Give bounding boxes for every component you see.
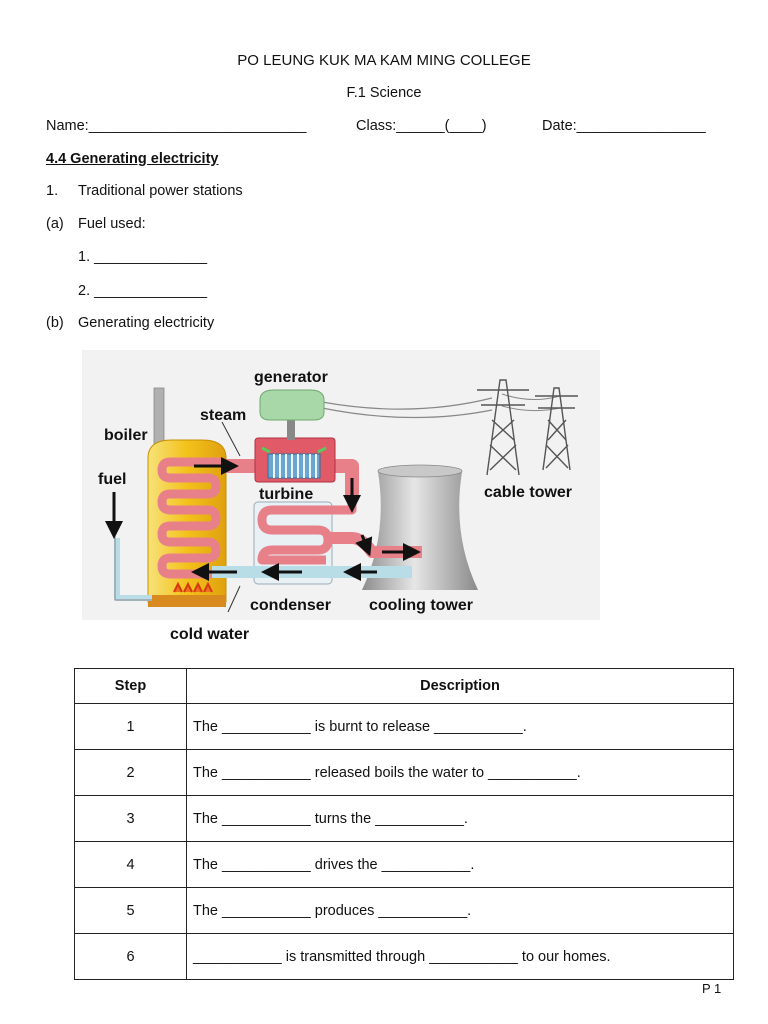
steps-table: Step Description 1 The ___________ is bu…: [74, 668, 734, 980]
label-turbine: turbine: [259, 486, 313, 503]
question-b-text: Generating electricity: [78, 315, 215, 331]
column-header-description: Description: [186, 668, 734, 704]
step-description[interactable]: The ___________ is burnt to release ____…: [186, 703, 734, 750]
question-b-number: (b): [46, 315, 64, 331]
table-row: 1 The ___________ is burnt to release __…: [74, 703, 734, 750]
label-cold-water: cold water: [170, 626, 250, 643]
label-fuel: fuel: [98, 471, 126, 488]
flow-arrows: [105, 457, 421, 581]
step-description[interactable]: The ___________ released boils the water…: [186, 749, 734, 796]
label-condenser: condenser: [250, 597, 331, 614]
label-cooling-tower: cooling tower: [369, 597, 473, 614]
date-field[interactable]: Date:________________: [542, 118, 706, 134]
step-number: 5: [74, 887, 187, 934]
fuel-blank-1[interactable]: 1. ______________: [78, 249, 208, 265]
fuel-pipe: [114, 538, 152, 601]
generator-shaft: [287, 418, 295, 440]
label-cable-tower: cable tower: [484, 484, 572, 501]
boiler-coil: [157, 457, 222, 579]
turbine-icon: [261, 446, 327, 479]
table-row: 2 The ___________ released boils the wat…: [74, 749, 734, 796]
table-row: 6 ___________ is transmitted through ___…: [74, 933, 734, 980]
generator-icon: [259, 389, 325, 421]
question-1-number: 1.: [46, 183, 59, 199]
table-row: 4 The ___________ drives the ___________…: [74, 841, 734, 888]
power-lines: [321, 393, 561, 419]
step-description[interactable]: The ___________ produces ___________.: [186, 887, 734, 934]
label-generator: generator: [254, 369, 328, 386]
step-description[interactable]: ___________ is transmitted through _____…: [186, 933, 734, 980]
name-field[interactable]: Name:___________________________: [46, 118, 307, 134]
table-header-row: Step Description: [74, 668, 734, 704]
step-number: 6: [74, 933, 187, 980]
table-row: 3 The ___________ turns the ___________.: [74, 795, 734, 842]
section-heading: 4.4 Generating electricity: [46, 151, 219, 167]
subject-title: F.1 Science: [346, 85, 422, 101]
step-description[interactable]: The ___________ turns the ___________.: [186, 795, 734, 842]
cooling-tower-icon: [362, 464, 478, 590]
step-number: 3: [74, 795, 187, 842]
question-1-text: Traditional power stations: [78, 183, 243, 199]
question-a-number: (a): [46, 216, 64, 232]
class-field[interactable]: Class:______(____): [356, 118, 487, 134]
cable-tower-icon: [477, 379, 578, 476]
label-boiler: boiler: [104, 427, 148, 444]
school-name: PO LEUNG KUK MA KAM MING COLLEGE: [237, 52, 531, 69]
step-description[interactable]: The ___________ drives the ___________.: [186, 841, 734, 888]
label-pointer-lines: [221, 421, 241, 613]
question-a-text: Fuel used:: [78, 216, 146, 232]
step-number: 2: [74, 749, 187, 796]
condenser-coil: [257, 500, 357, 565]
column-header-step: Step: [74, 668, 187, 704]
power-station-diagram: generator steam boiler fuel turbine cabl…: [82, 350, 600, 620]
table-row: 5 The ___________ produces ___________.: [74, 887, 734, 934]
fuel-blank-2[interactable]: 2. ______________: [78, 283, 208, 299]
label-steam: steam: [200, 407, 246, 424]
page-number: P 1: [702, 981, 722, 996]
fuel-pipe-outline: [114, 536, 152, 601]
step-number: 4: [74, 841, 187, 888]
step-number: 1: [74, 703, 187, 750]
